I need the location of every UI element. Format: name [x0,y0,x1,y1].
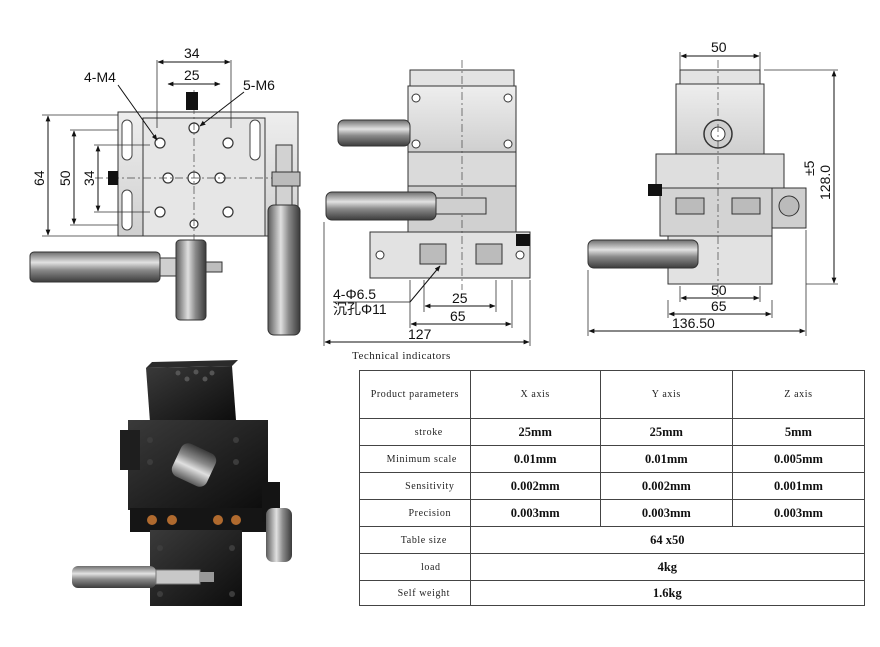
top-view-slot [249,119,261,161]
top-view-lock-knob [186,92,198,110]
table-cell: 0.002mm [469,472,601,500]
front-dim-25: 25 [452,290,468,306]
table-cell: 0.002mm [599,472,733,500]
side-view-top-cap [679,69,761,85]
side-dim-65: 65 [711,298,727,314]
side-dim-height: 128.0 [817,165,833,200]
table-cell: 25mm [599,418,733,446]
table-cell: 1.6kg [469,580,866,606]
front-view-micrometer-lower [325,191,437,221]
top-view-micrometer-z [267,204,301,336]
side-dim-50-top: 50 [711,39,727,55]
thread-m4-label: 4-M4 [84,69,116,85]
header-z-axis: Z axis [731,370,866,419]
hole-spec-label: 4-Φ6.5 [333,286,376,302]
table-cell: 0.003mm [469,499,601,527]
top-dim-25: 25 [184,67,200,83]
front-dim-65: 65 [450,308,466,324]
front-view: 25 65 127 4-Φ6.5 沉孔Φ11 [323,60,531,346]
header-y-axis: Y axis [599,370,733,419]
top-view-slot [121,189,133,231]
table-row: stroke 25mm 25mm 5mm [359,418,866,446]
top-view-micrometer-y [175,239,207,321]
table-row: Self weight 1.6kg [359,580,866,606]
product-photo [72,360,292,606]
top-dim-34-side: 34 [81,170,97,186]
side-dim-136: 136.50 [672,315,715,331]
top-view-table [142,117,266,237]
row-label: Sensitivity [359,472,471,500]
row-label: Precision [359,499,471,527]
table-row: Table size 64 x50 [359,526,866,554]
table-cell: 0.01mm [599,445,733,473]
table-row: Minimum scale 0.01mm 0.01mm 0.005mm [359,445,866,473]
table-cell: 64 x50 [469,526,866,554]
table-cell: 4kg [469,553,866,581]
counterbore-spec-label: 沉孔Φ11 [333,301,387,317]
table-cell: 25mm [469,418,601,446]
table-cell: 0.005mm [731,445,866,473]
front-dim-127: 127 [408,326,432,342]
table-row: Precision 0.003mm 0.003mm 0.003mm [359,499,866,527]
row-label: Table size [359,526,471,554]
row-label: stroke [359,418,471,446]
front-view-base [369,231,531,279]
thread-m6-label: 5-M6 [243,77,275,93]
table-caption: Technical indicators [352,350,451,362]
top-view-lock-knob [108,171,118,185]
row-label: Self weight [359,580,471,606]
table-header-row: Product parameters X axis Y axis Z axis [359,370,866,419]
top-view-micrometer-x [29,251,161,283]
table-cell: 0.001mm [731,472,866,500]
table-row: load 4kg [359,553,866,581]
row-label: Minimum scale [359,445,471,473]
photo-knob-right [266,508,292,562]
header-product-parameters: Product parameters [359,370,471,419]
top-dim-64: 64 [31,170,47,186]
photo-top-block [146,366,236,422]
side-dim-stroke: ±5 [801,160,817,176]
photo-micrometer-left [72,566,156,588]
table-cell: 0.003mm [731,499,866,527]
table-cell: 0.003mm [599,499,733,527]
spec-table: Product parameters X axis Y axis Z axis … [359,370,866,606]
top-view-slot [121,119,133,161]
top-dim-50: 50 [57,170,73,186]
top-view: 34 25 4-M4 5-M6 64 50 34 [29,45,301,336]
front-view-micrometer-upper [337,119,411,147]
top-dim-34: 34 [184,45,200,61]
side-view: 50 128.0 ±5 50 65 136.50 [587,39,838,336]
table-cell: 5mm [731,418,866,446]
photo-knob-upper [171,443,217,487]
side-dim-50-bottom: 50 [711,282,727,298]
header-x-axis: X axis [469,370,601,419]
row-label: load [359,553,471,581]
photo-lower-body [150,530,242,606]
table-row: Sensitivity 0.002mm 0.002mm 0.001mm [359,472,866,500]
table-cell: 0.01mm [469,445,601,473]
side-view-micrometer [587,239,699,269]
